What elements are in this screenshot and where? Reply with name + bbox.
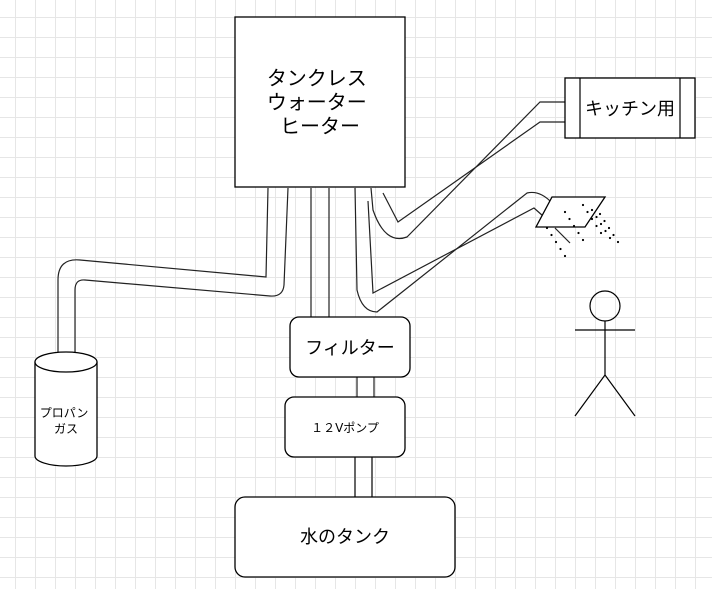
propane-gas-cylinder: プロパン ガス <box>34 351 98 467</box>
pump-box: １２Vポンプ <box>284 396 406 458</box>
filter-box: フィルター <box>289 316 411 378</box>
water-drop <box>550 233 553 237</box>
water-drop <box>563 210 567 214</box>
kitchen-faucet: キッチン用 <box>564 77 696 139</box>
water-drop <box>603 219 606 223</box>
svg-text:キッチン用: キッチン用 <box>585 99 675 120</box>
gas-pipe <box>57 187 289 362</box>
water-drop <box>554 240 558 244</box>
water-tank: 水のタンク <box>234 496 456 578</box>
water-drop <box>559 247 562 251</box>
water-drop <box>568 217 571 221</box>
water-drop <box>604 229 607 233</box>
water-drop <box>577 231 580 235</box>
shower-head <box>534 196 620 258</box>
water-drop <box>572 224 576 228</box>
water-drop <box>607 226 611 230</box>
water-drop <box>590 217 594 221</box>
kitchen-pipe <box>370 101 566 239</box>
water-drop <box>599 231 603 235</box>
water-drop <box>563 254 567 258</box>
filter-pipe <box>310 188 375 497</box>
water-drop <box>586 210 589 214</box>
water-drop <box>608 236 612 240</box>
water-drop <box>598 212 602 216</box>
person-figure <box>574 290 636 417</box>
water-drop <box>581 238 585 242</box>
svg-text:フィルター: フィルター <box>305 338 395 359</box>
water-drop <box>595 215 598 219</box>
water-drop <box>590 208 594 212</box>
shower-pipe <box>354 187 571 313</box>
water-drop <box>612 233 615 237</box>
tankless-water-heater <box>234 16 406 188</box>
water-drop <box>599 222 603 226</box>
svg-text:水のタンク: 水のタンク <box>300 527 390 548</box>
heater-label: タンクレス ウォーター ヒーター <box>267 66 373 138</box>
water-drop <box>616 240 620 244</box>
water-drop <box>595 224 598 228</box>
svg-text:１２Vポンプ: １２Vポンプ <box>311 421 379 435</box>
water-drop <box>581 203 585 207</box>
svg-text:プロパン ガス: プロパン ガス <box>40 406 92 436</box>
water-drop <box>545 226 549 230</box>
